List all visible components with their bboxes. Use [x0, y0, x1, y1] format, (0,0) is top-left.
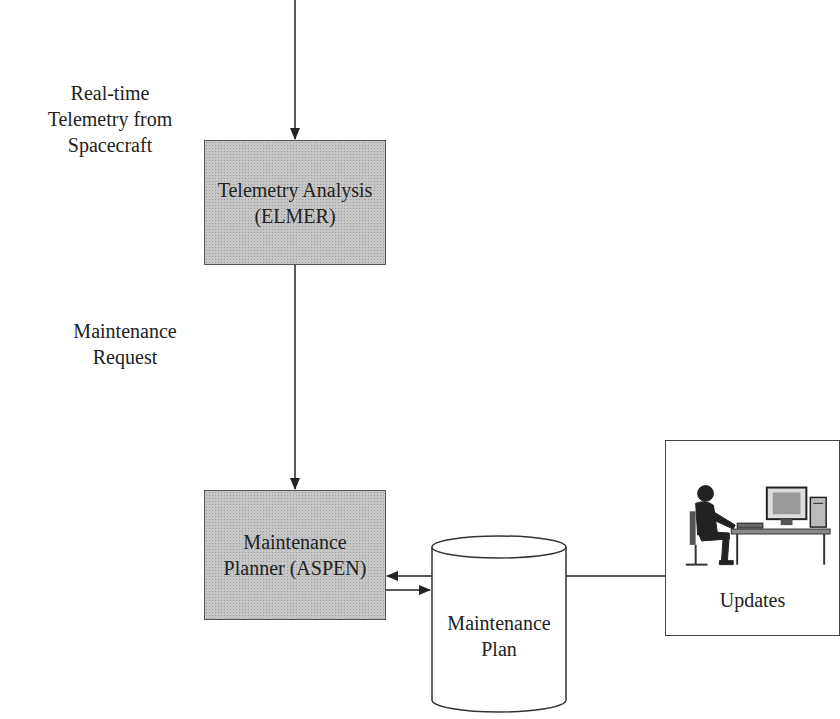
flow-label: Real-time Telemetry from Spacecraft — [35, 80, 185, 158]
operator-panel: Updates — [665, 440, 840, 636]
node-text: Updates — [720, 587, 786, 613]
edge-label: Maintenance Request — [50, 318, 200, 370]
node-text: Maintenance Plan — [437, 610, 561, 662]
flow-arrow — [386, 589, 430, 591]
telemetry-input-line — [294, 0, 296, 139]
flow-arrow — [294, 265, 296, 489]
datastore-cylinder: Maintenance Plan — [431, 535, 567, 713]
process-box: Telemetry Analysis (ELMER) — [204, 140, 386, 265]
process-box: Maintenance Planner (ASPEN) — [204, 490, 386, 620]
node-text: Maintenance Planner (ASPEN) — [215, 529, 375, 581]
node-text: Telemetry Analysis (ELMER) — [215, 177, 375, 229]
